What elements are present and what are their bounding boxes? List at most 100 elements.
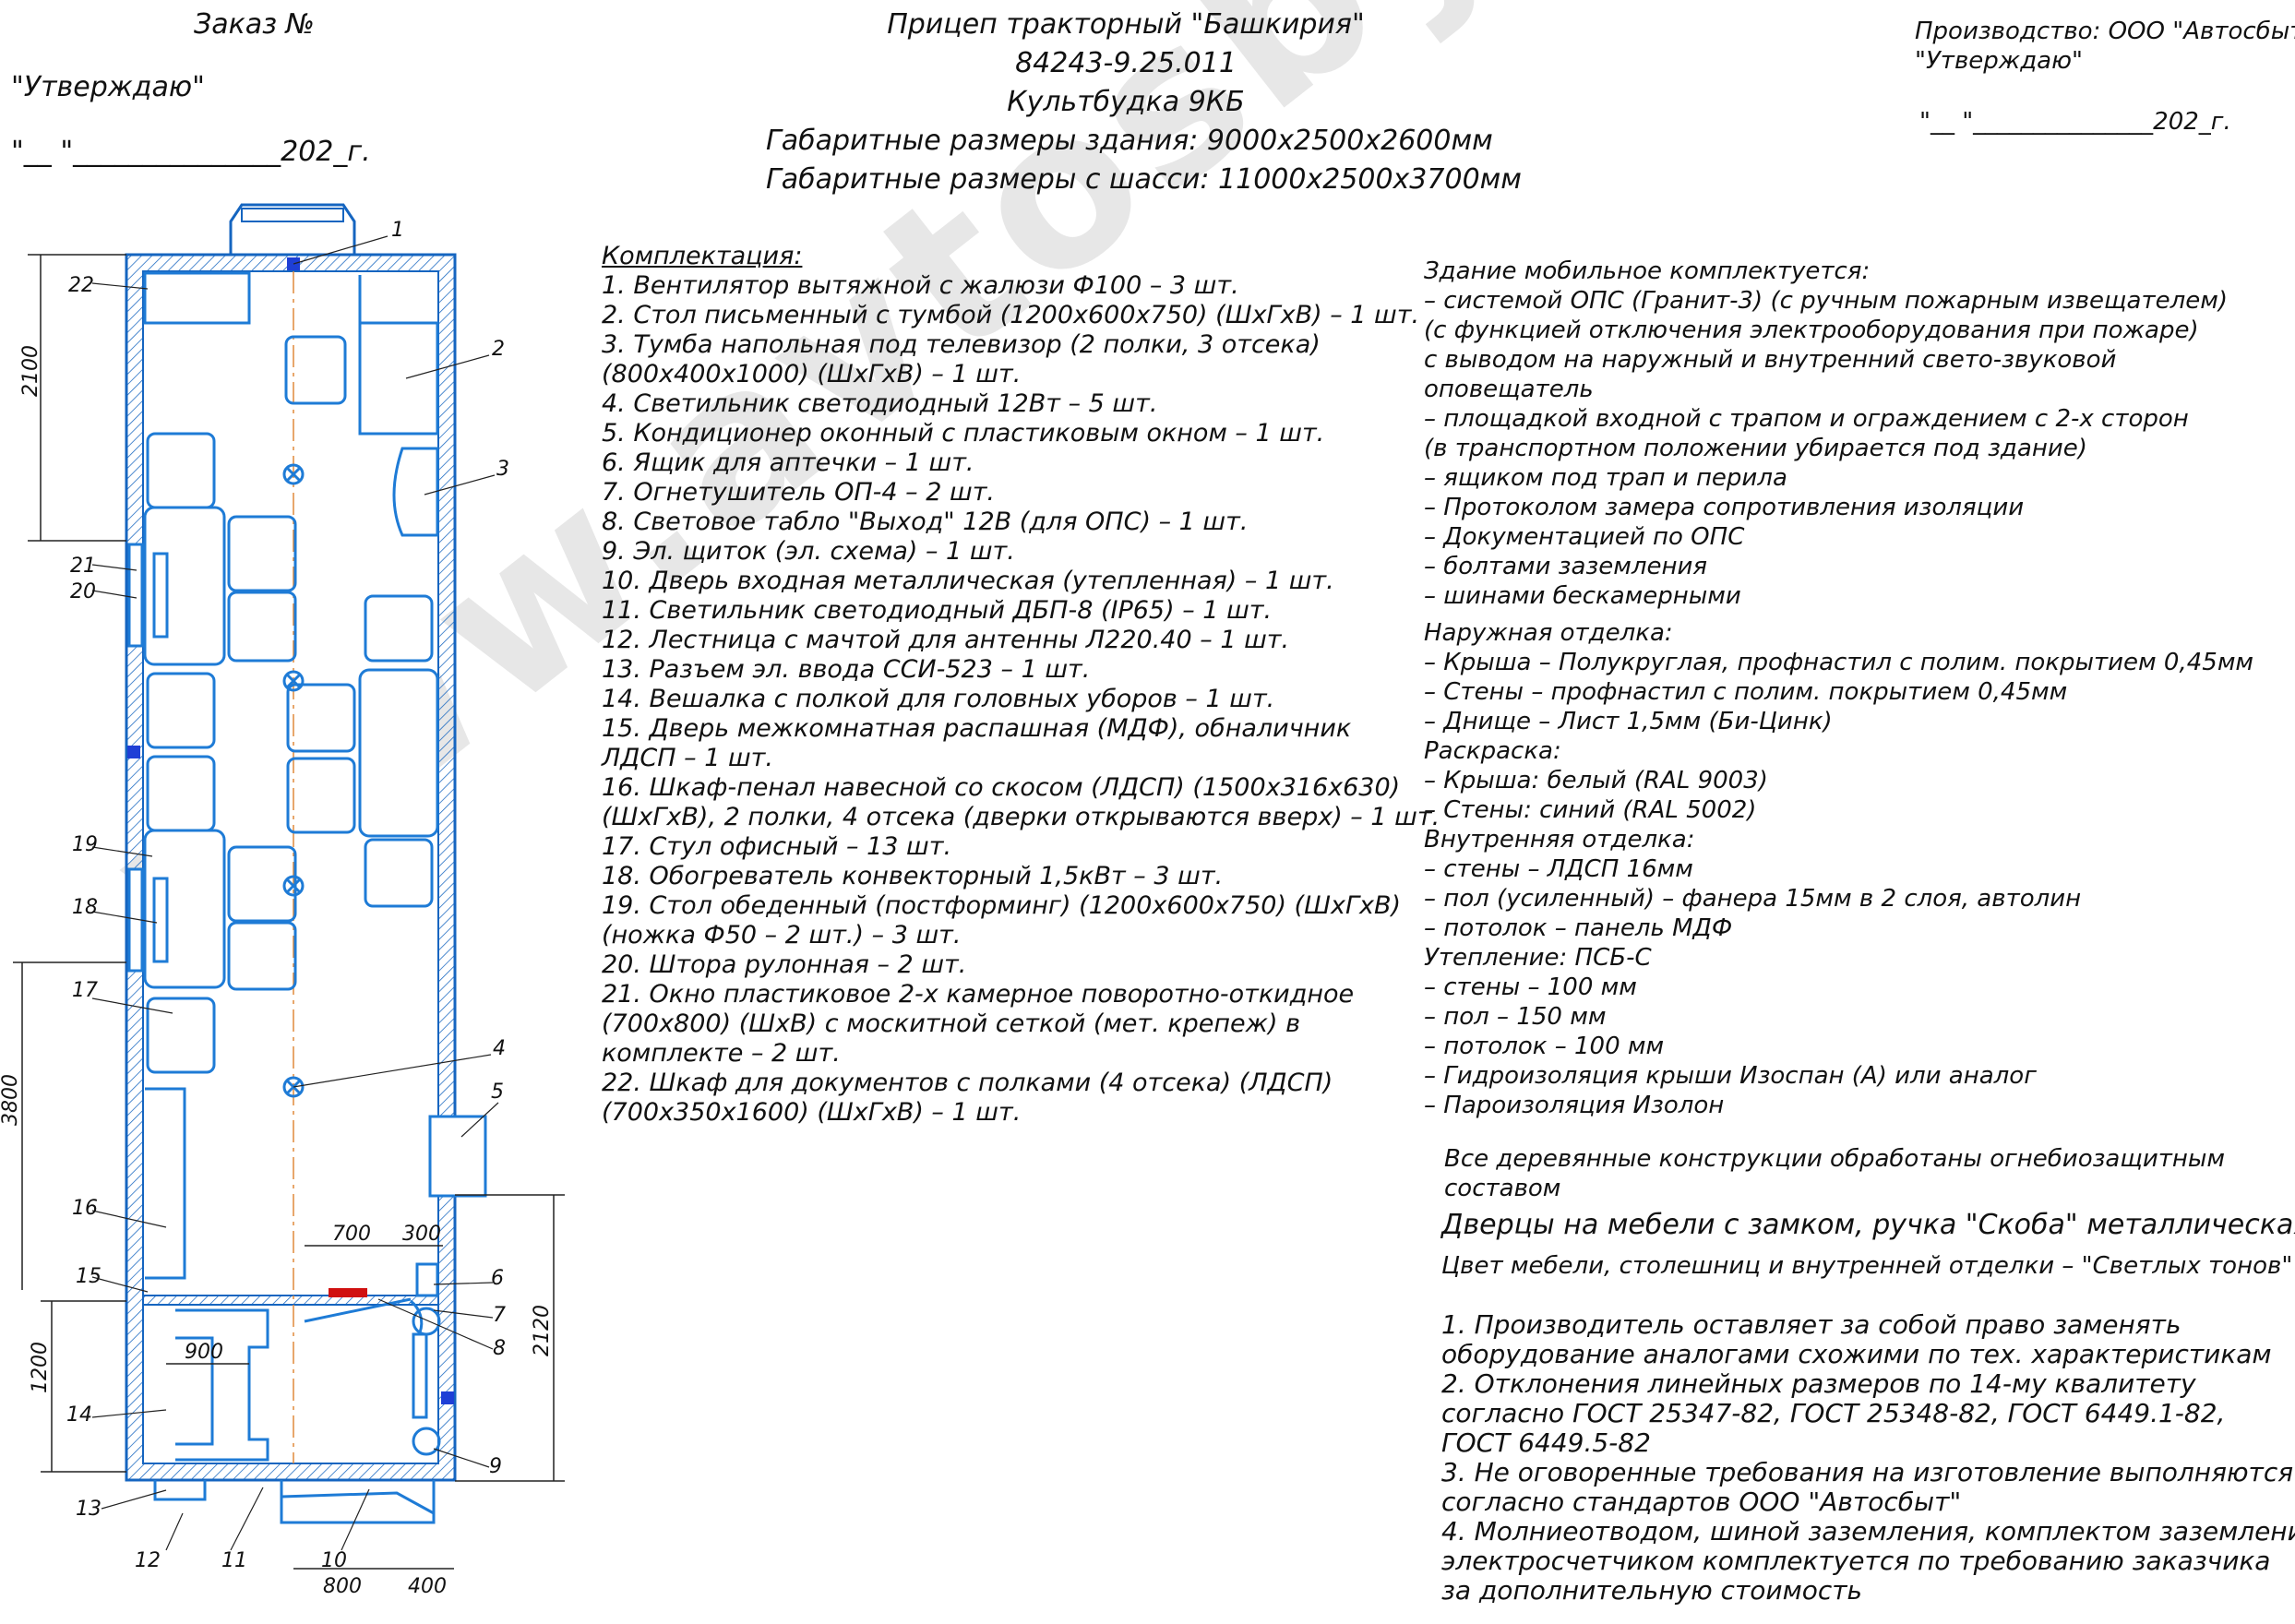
outer-item-2: – Стены – профнастил с полим. покрытием … xyxy=(1424,678,2068,706)
dim-400: 400 xyxy=(408,1575,447,1598)
building-item-5: – площадкой входной с трапом и ограждени… xyxy=(1424,405,2189,433)
title-line-2: 84243-9.25.011 xyxy=(1015,47,1237,79)
wood-treatment-1: Все деревянные конструкции обработаны ог… xyxy=(1444,1145,2226,1173)
insul-item-3: – потолок – 100 мм xyxy=(1424,1033,1665,1060)
building-item-7: – ящиком под трап и перила xyxy=(1424,464,1787,492)
callout-11: 11 xyxy=(221,1549,247,1572)
building-list: Здание мобильное комплектуется: – систем… xyxy=(1424,257,2253,1120)
callout-19: 19 xyxy=(72,833,98,856)
callout-9: 9 xyxy=(489,1455,502,1478)
callout-6: 6 xyxy=(491,1267,504,1290)
building-item-3: с выводом на наружный и внутренний свето… xyxy=(1424,346,2117,374)
note-line-8: 4. Молниеотводом, шиной заземления, комп… xyxy=(1441,1516,2295,1546)
dim-1200: 1200 xyxy=(29,1342,52,1393)
callout-17: 17 xyxy=(72,979,98,1002)
inner-item-2: – пол (усиленный) – фанера 15мм в 2 слоя… xyxy=(1424,885,2082,913)
dim-300: 300 xyxy=(402,1223,441,1246)
callout-16: 16 xyxy=(72,1197,98,1220)
komplekt-item-13: 12. Лестница с мачтой для антенны Л220.4… xyxy=(602,626,1290,654)
komplekt-item-25: 21. Окно пластиковое 2-х камерное поворо… xyxy=(602,980,1355,1009)
inner-item-1: – стены – ЛДСП 16мм xyxy=(1424,855,1693,883)
komplekt-item-29: (700х350х1600) (ШхГхВ) – 1 шт. xyxy=(602,1098,1022,1127)
komplekt-item-22: 19. Стол обеденный (постформинг) (1200х6… xyxy=(602,891,1402,920)
komplekt-item-7: 6. Ящик для аптечки – 1 шт. xyxy=(602,448,974,477)
komplekt-item-28: 22. Шкаф для документов с полками (4 отс… xyxy=(602,1069,1333,1097)
komplekt-item-9: 8. Световое табло "Выход" 12В (для ОПС) … xyxy=(602,508,1249,536)
komplekt-item-27: комплекте – 2 шт. xyxy=(602,1039,841,1068)
note-line-3: 2. Отклонения линейных размеров по 14-му… xyxy=(1441,1368,2196,1399)
komplekt-items: 1. Вентилятор вытяжной с жалюзи Ф100 – 3… xyxy=(602,271,1440,1128)
callout-20: 20 xyxy=(70,580,96,603)
callout-3: 3 xyxy=(496,458,509,481)
callout-2: 2 xyxy=(492,338,505,361)
komplekt-item-5: 4. Светильник светодиодный 12Вт – 5 шт. xyxy=(602,389,1158,418)
callout-5: 5 xyxy=(491,1081,504,1104)
note-line-6: 3. Не оговоренные требования на изготовл… xyxy=(1441,1457,2294,1487)
building-item-10: – болтами заземления xyxy=(1424,553,1708,580)
komplekt-item-20: 17. Стул офисный – 13 шт. xyxy=(602,832,952,861)
exit-sign xyxy=(329,1288,367,1297)
partition-wall xyxy=(142,1295,439,1306)
insul-item-4: – Гидроизоляция крыши Изоспан (А) или ан… xyxy=(1424,1062,2037,1090)
wood-treatment-2: составом xyxy=(1444,1175,1561,1202)
dim-2120: 2120 xyxy=(531,1305,554,1356)
title-line-3: Культбудка 9КБ xyxy=(1007,86,1245,118)
callout-7: 7 xyxy=(493,1304,506,1327)
outer-item-1: – Крыша – Полукруглая, профнастил с поли… xyxy=(1424,649,2254,676)
insul-heading-tail: ПСБ-С xyxy=(1567,944,1652,972)
producer-line-2: "Утверждаю" xyxy=(1915,47,2083,75)
insul-item-5: – Пароизоляция Изолон xyxy=(1424,1092,1725,1119)
approve-label: "Утверждаю" xyxy=(11,71,205,103)
building-heading: Здание мобильное комплектуется: xyxy=(1424,257,1871,285)
outer-heading: Наружная отделка: xyxy=(1424,619,1673,647)
building-item-11: – шинами бескамерными xyxy=(1424,582,1741,610)
interior-color-note: Цвет мебели, столешниц и внутренней отде… xyxy=(1441,1252,2293,1280)
komplekt-item-8: 7. Огнетушитель ОП-4 – 2 шт. xyxy=(602,478,996,507)
note-line-7: согласно стандартов ООО "Автосбыт" xyxy=(1441,1487,1962,1517)
producer-line-1: Производство: ООО "Автосбыт" xyxy=(1915,18,2295,45)
approve-date-line: "__ "_______________202_г. xyxy=(11,136,371,168)
callout-22: 22 xyxy=(68,274,94,297)
komplekt-item-2: 2. Стол письменный с тумбой (1200х600х75… xyxy=(602,301,1420,329)
komplekt-list: Комплектация: 1. Вентилятор вытяжной с ж… xyxy=(602,242,1440,1128)
building-item-9: – Документацией по ОПС xyxy=(1424,523,1745,551)
outer-items: – Крыша – Полукруглая, профнастил с поли… xyxy=(1424,648,2253,736)
komplekt-item-18: 16. Шкаф-пенал навесной со скосом (ЛДСП)… xyxy=(602,773,1401,802)
paint-item-2: – Стены: синий (RAL 5002) xyxy=(1424,796,1757,824)
building-item-8: – Протоколом замера сопротивления изоляц… xyxy=(1424,494,2025,521)
producer-date-line: "__ "_______________202_г. xyxy=(1919,108,2231,136)
insul-items: – стены – 100 мм– пол – 150 мм– потолок … xyxy=(1424,973,2253,1120)
title-line-1: Прицеп тракторный "Башкирия" xyxy=(887,8,1365,41)
note-line-10: за дополнительную стоимость xyxy=(1441,1575,1863,1606)
note-line-4: согласно ГОСТ 25347-82, ГОСТ 25348-82, Г… xyxy=(1441,1398,2226,1428)
paint-items: – Крыша: белый (RAL 9003)– Стены: синий … xyxy=(1424,766,2253,825)
callout-1: 1 xyxy=(391,219,404,242)
inner-heading: Внутренняя отделка: xyxy=(1424,826,1695,854)
callout-12: 12 xyxy=(135,1549,161,1572)
interior xyxy=(142,270,439,1464)
dim-800: 800 xyxy=(323,1575,362,1598)
komplekt-item-4: (800х400х1000) (ШхГхВ) – 1 шт. xyxy=(602,360,1022,388)
dim-3800: 3800 xyxy=(0,1074,22,1126)
note-line-5: ГОСТ 6449.5-82 xyxy=(1441,1427,1651,1458)
building-item-6: (в транспортном положении убирается под … xyxy=(1424,435,2087,462)
komplekt-item-15: 14. Вешалка с полкой для головных уборов… xyxy=(602,685,1275,713)
komplekt-heading: Комплектация: xyxy=(602,242,803,270)
note-line-1: 1. Производитель оставляет за собой прав… xyxy=(1441,1309,2181,1340)
building-item-1: – системой ОПС (Гранит-3) (с ручным пожа… xyxy=(1424,287,2228,315)
fan-2 xyxy=(127,746,140,758)
building-item-2: (с функцией отключения электрооборудован… xyxy=(1424,316,2199,344)
callout-15: 15 xyxy=(76,1265,102,1288)
komplekt-item-1: 1. Вентилятор вытяжной с жалюзи Ф100 – 3… xyxy=(602,271,1239,300)
komplekt-item-17: ЛДСП – 1 шт. xyxy=(602,744,773,772)
inner-items: – стены – ЛДСП 16мм– пол (усиленный) – ф… xyxy=(1424,854,2253,943)
komplekt-item-3: 3. Тумба напольная под телевизор (2 полк… xyxy=(602,330,1321,359)
notes-list: 1. Производитель оставляет за собой прав… xyxy=(1441,1310,2295,1606)
dimension-lines xyxy=(13,254,565,1570)
callout-4: 4 xyxy=(493,1037,506,1060)
dim-900: 900 xyxy=(185,1341,223,1364)
komplekt-item-19: (ШхГхВ), 2 полки, 4 отсека (дверки откры… xyxy=(602,803,1440,831)
order-label: Заказ № xyxy=(194,8,315,41)
insul-heading: Утепление: xyxy=(1424,944,1568,972)
callout-leaders xyxy=(91,235,499,1551)
